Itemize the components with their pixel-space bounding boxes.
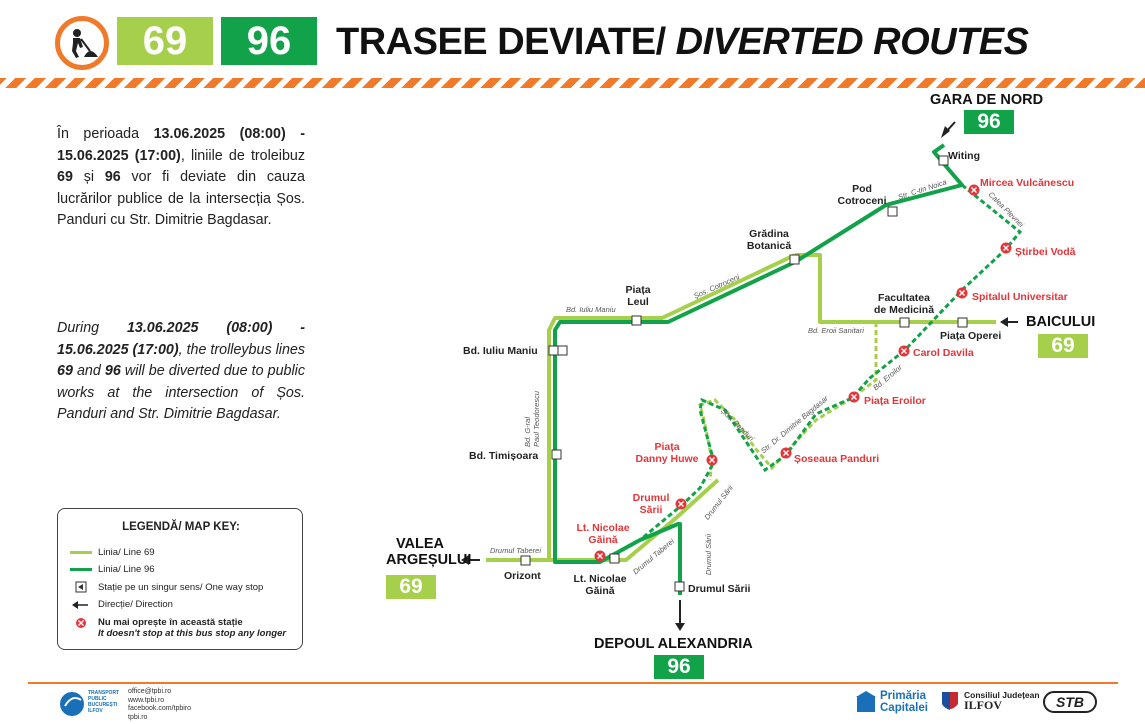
stop-piata-operei: Piața Operei	[940, 330, 1002, 342]
street-iuliu-maniu: Bd. Iuliu Maniu	[566, 305, 616, 314]
title-en: DIVERTED ROUTES	[675, 20, 1029, 63]
stop-drumul-sarii: Drumul Sării	[688, 583, 751, 595]
map-legend: LEGENDĂ/ MAP KEY: Linia/ Line 69 Linia/ …	[57, 508, 303, 650]
terminal-baicului: BAICULUI	[1026, 314, 1096, 330]
baicului-line-badge: 69	[1038, 334, 1088, 358]
stop-orizont: Orizont	[504, 570, 541, 582]
cancelled-mircea-vulcanescu: Mircea Vulcănescu	[980, 177, 1075, 189]
tpbi-logo-icon	[60, 692, 84, 716]
info-text-en: During 13.06.2025 (08:00) - 15.06.2025 (…	[57, 320, 305, 423]
stop-iuliu-maniu: Bd. Iuliu Maniu	[463, 345, 538, 357]
cancelled-piata-eroilor: Piața Eroilor	[864, 395, 926, 407]
legend-direction: Direcție/ Direction	[70, 599, 173, 610]
line-69-badge: 69	[117, 17, 213, 65]
terminal-depoul-alexandria: DEPOUL ALEXANDRIA	[594, 636, 753, 652]
email-link[interactable]: office@tpbi.ro	[128, 688, 172, 695]
depou-line-badge: 96	[654, 655, 704, 679]
stop-timisoara: Bd. Timișoara	[469, 450, 539, 462]
cancelled-stop-icon	[76, 618, 86, 628]
cancelled-stirbei-voda: Știrbei Vodă	[1015, 246, 1076, 258]
legend-line-69: Linia/ Line 69	[70, 547, 155, 558]
cancelled-spitalul-universitar: Spitalul Universitar	[972, 291, 1068, 303]
oneway-stop-icon	[75, 581, 87, 593]
legend-line-96: Linia/ Line 96	[70, 564, 155, 575]
stb-logo: STB	[1043, 691, 1097, 713]
gara-line-badge: 96	[964, 110, 1014, 134]
contact-info: office@tpbi.ro www.tpbi.ro facebook.com/…	[128, 688, 191, 722]
facebook-link[interactable]: facebook.com/tpbiro	[128, 705, 192, 712]
valea-line-badge: 69	[386, 575, 436, 599]
terminal-gara-de-nord: GARA DE NORD	[930, 92, 1044, 108]
stop-witing: Witing	[948, 150, 980, 162]
info-text-ro: În perioada 13.06.2025 (08:00) - 15.06.2…	[57, 126, 305, 229]
pmb-logo-icon	[856, 691, 876, 712]
legend-title: LEGENDĂ/ MAP KEY:	[122, 521, 240, 533]
title-ro: TRASEE DEVIATE/	[336, 20, 666, 63]
warning-stripe	[0, 78, 1145, 88]
footer-divider	[28, 682, 1118, 684]
page-title: TRASEE DEVIATE/DIVERTED ROUTES	[336, 16, 1029, 68]
cancelled-soseaua-panduri: Șoseaua Panduri	[794, 453, 880, 465]
x-link[interactable]: tpbi.ro	[128, 713, 148, 721]
street-eroii-sanitari: Bd. Eroii Sanitari	[808, 326, 864, 335]
street-sarii-a: Drumul Sării	[704, 533, 714, 576]
line-96-badge: 96	[221, 17, 317, 65]
ilfov-crest-icon	[942, 692, 958, 710]
street-taberei: Drumul Taberei	[490, 546, 541, 555]
web-link[interactable]: www.tpbi.ro	[128, 696, 165, 704]
cancelled-carol-davila: Carol Davila	[913, 347, 974, 359]
roadworks-icon	[55, 16, 109, 70]
legend-oneway: Stație pe un singur sens/ One way stop	[70, 581, 263, 593]
arrow-left-icon	[72, 600, 88, 609]
